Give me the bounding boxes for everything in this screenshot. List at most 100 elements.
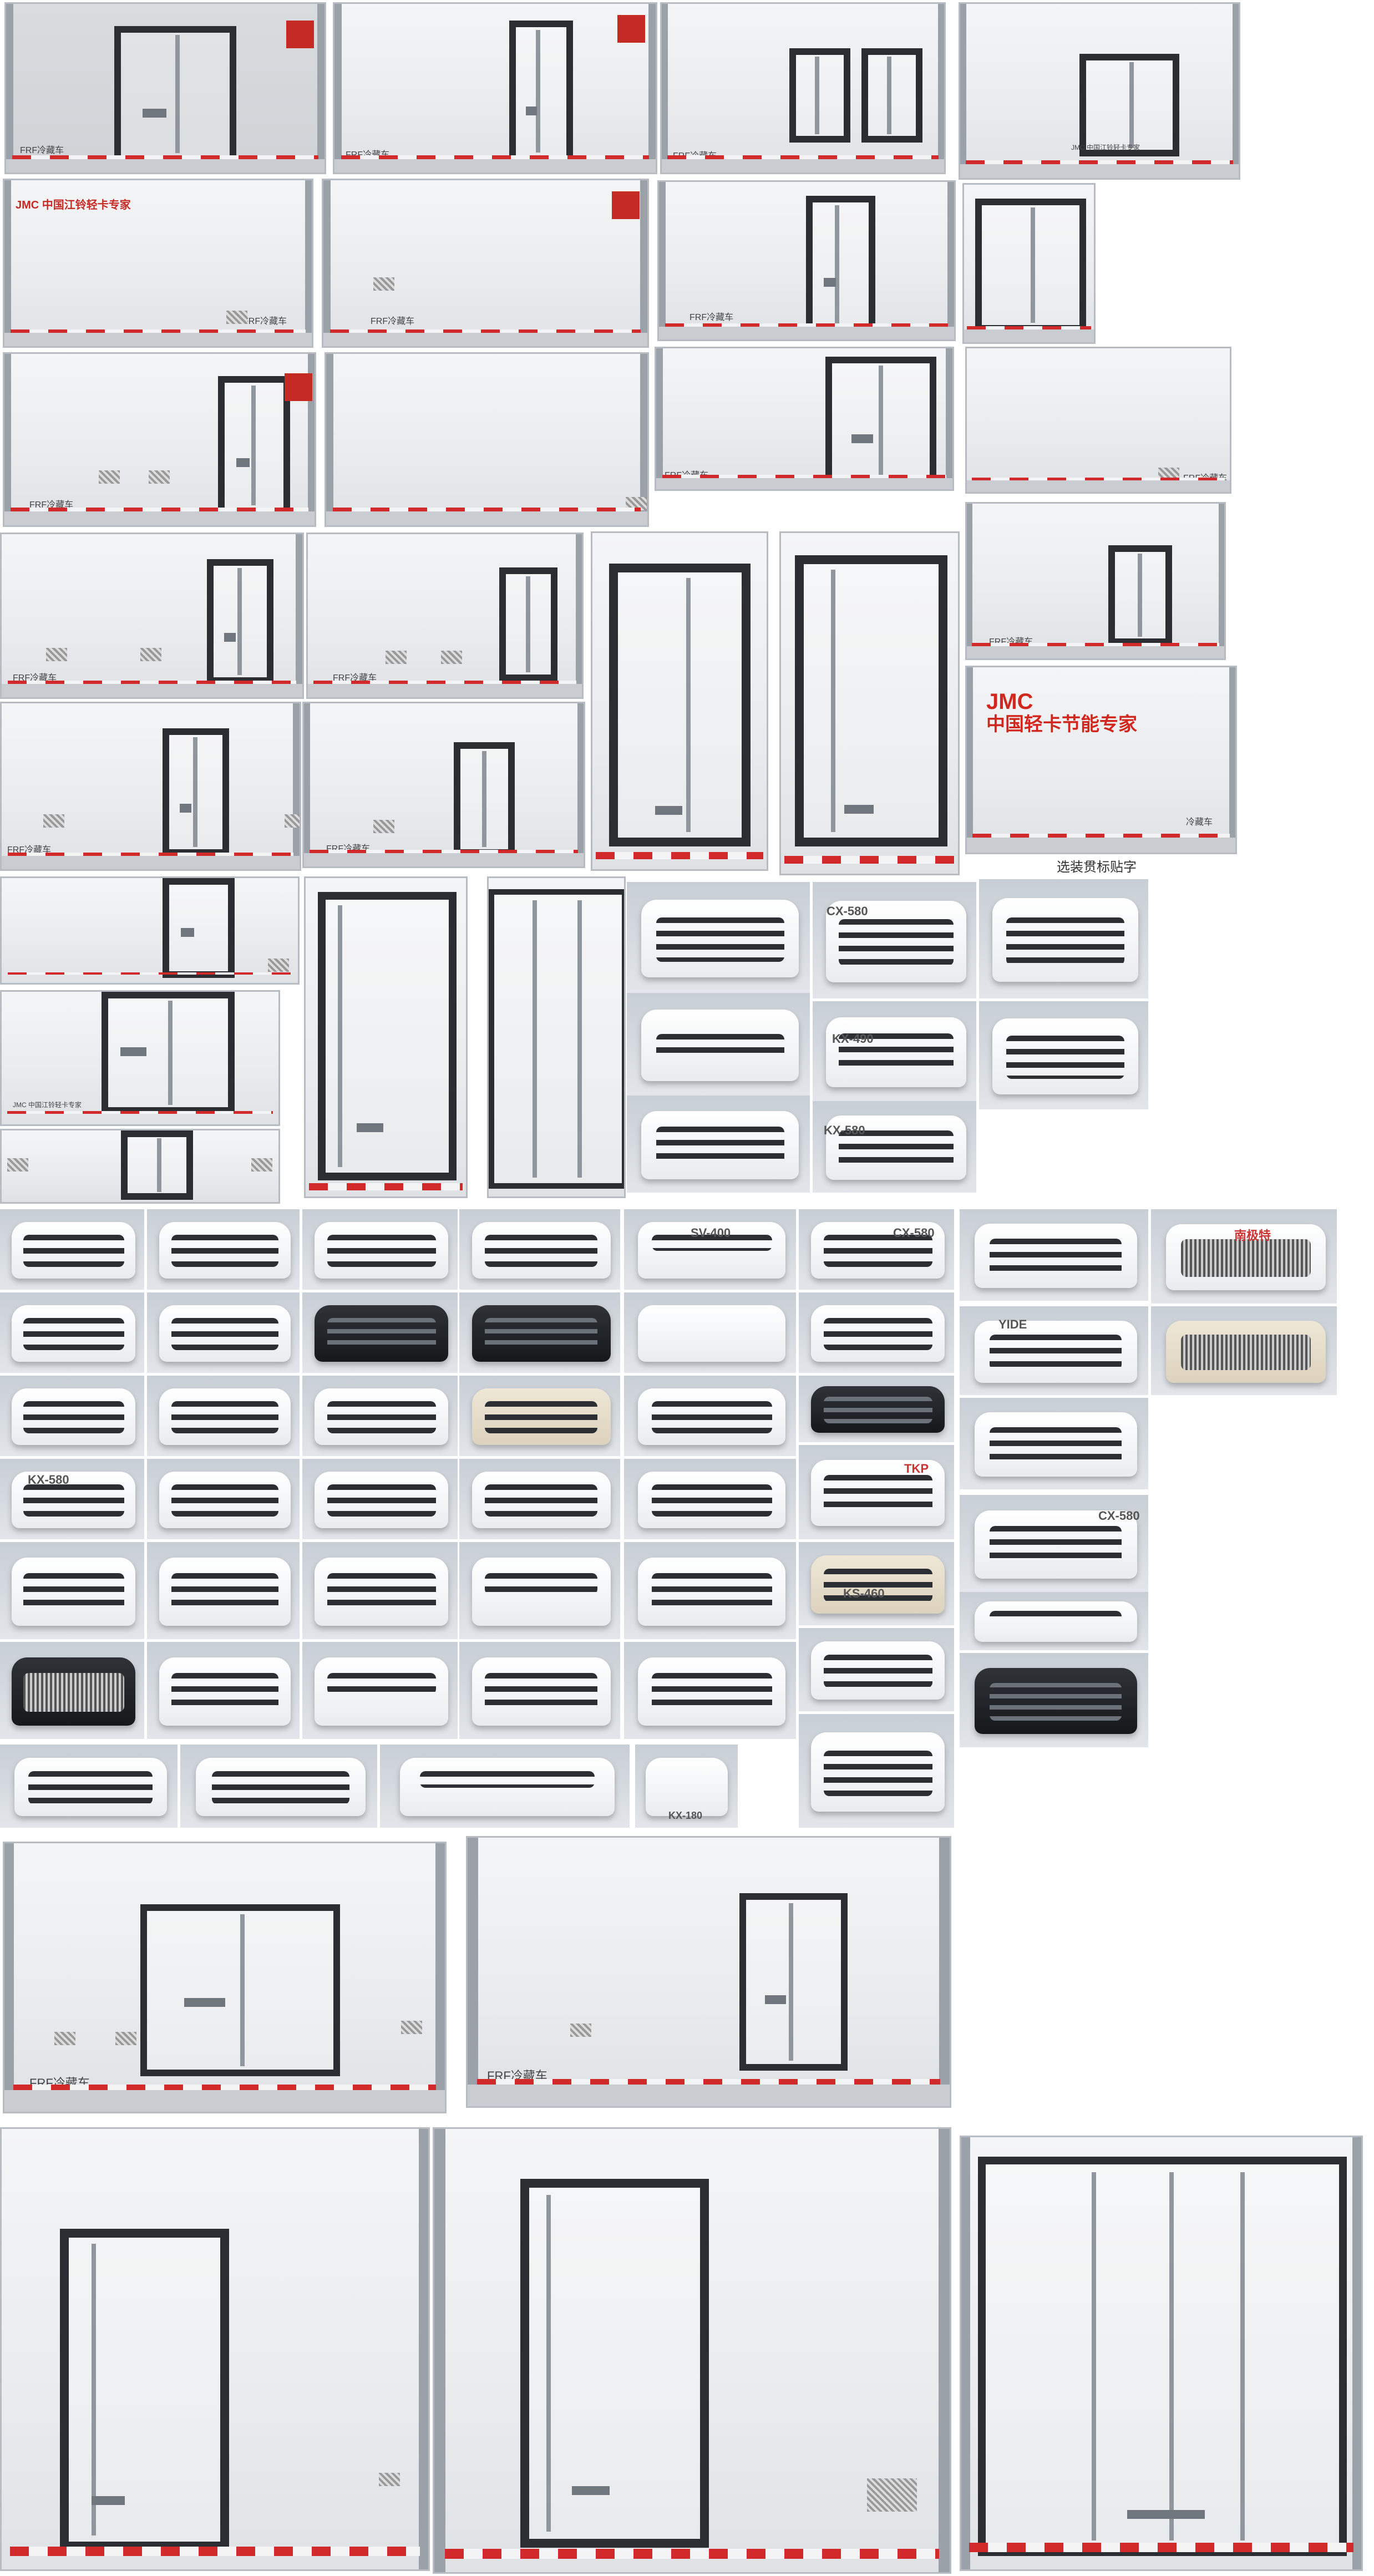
reflective-plate xyxy=(285,814,300,828)
frf-label: FRF冷藏车 xyxy=(689,313,734,322)
frf-label: FRF冷藏车 xyxy=(333,673,377,683)
door-frame xyxy=(975,199,1086,332)
photo-reefer-unit xyxy=(0,1542,144,1639)
photo-reefer-unit: KX-490 xyxy=(813,1001,976,1101)
photo-box-rear-5: FRF冷藏车 xyxy=(657,180,956,341)
frf-label: FRF冷藏车 xyxy=(20,146,64,155)
photo-reefer-unit xyxy=(799,1628,954,1711)
photo-reefer-unit xyxy=(147,1642,300,1739)
photo-reefer-unit xyxy=(627,1096,810,1193)
photo-box-rear-3: FRF冷藏车 xyxy=(660,2,946,174)
door-frame xyxy=(60,2229,229,2550)
photo-reefer-unit: CX-580 xyxy=(813,882,976,998)
photo-reefer-unit xyxy=(302,1642,458,1739)
photo-reefer-unit xyxy=(960,1592,1148,1650)
photo-reefer-unit xyxy=(459,1376,620,1456)
photo-reefer-unit xyxy=(180,1745,377,1828)
unit-brand-text: 南极特 xyxy=(1234,1229,1271,1243)
door-frame xyxy=(1079,54,1179,156)
photo-box-side-jmc: JMC 中国江铃轻卡专家 FRF冷藏车 xyxy=(3,179,313,348)
photo-box-side-7: FRF冷藏车 xyxy=(306,533,584,699)
door-frame xyxy=(207,559,273,684)
photo-reefer-unit xyxy=(624,1376,796,1456)
frf-label: FRF冷藏车 xyxy=(29,500,74,510)
photo-reefer-unit xyxy=(302,1542,458,1639)
photo-reefer-unit xyxy=(627,993,810,1096)
reflective-plate xyxy=(140,648,161,661)
photo-reefer-unit xyxy=(627,882,810,993)
door-frame xyxy=(318,892,457,1180)
unit-model-text: CX-580 xyxy=(1098,1509,1140,1523)
photo-reefer-unit xyxy=(302,1292,458,1373)
reflective-plate xyxy=(46,648,67,661)
unit-brand-text: YIDE xyxy=(998,1317,1027,1331)
door-frame xyxy=(795,555,947,846)
reflective-plate xyxy=(373,277,394,291)
reflective-plate xyxy=(54,2032,75,2045)
photo-reefer-unit xyxy=(147,1376,300,1456)
photo-box-side-6: FRF冷藏车 xyxy=(0,533,304,699)
door-frame xyxy=(609,564,751,846)
photo-reefer-unit xyxy=(979,879,1148,998)
photo-reefer-unit xyxy=(0,1745,178,1828)
photo-box-side-2: FRF冷藏车 xyxy=(322,179,649,348)
unit-model-text: CX-580 xyxy=(827,904,868,918)
photo-rear-door-large-1 xyxy=(0,2127,430,2571)
photo-reefer-unit: TKP xyxy=(799,1445,954,1539)
photo-reefer-unit xyxy=(380,1745,630,1828)
photo-reefer-unit xyxy=(624,1459,796,1539)
cold-small-label: 冷藏车 xyxy=(1186,818,1213,827)
photo-reefer-unit xyxy=(624,1292,796,1373)
photo-rear-door-tall-4 xyxy=(487,876,626,1198)
photo-reefer-unit xyxy=(302,1209,458,1290)
unit-model-text: KS-460 xyxy=(843,1586,885,1600)
door-frame xyxy=(509,21,573,162)
reflective-plate xyxy=(867,2478,917,2512)
door-frame xyxy=(789,48,850,143)
jmc-logo xyxy=(612,191,640,219)
photo-box-jmc-slogan: JMC 中国轻卡节能专家 冷藏车 xyxy=(965,666,1237,854)
photo-reefer-unit xyxy=(147,1542,300,1639)
photo-reefer-unit xyxy=(147,1209,300,1290)
photo-reefer-unit: KX-180 xyxy=(635,1745,738,1828)
reflective-plate xyxy=(268,959,289,972)
photo-reefer-unit xyxy=(302,1459,458,1539)
unit-model-text: SV-400 xyxy=(691,1226,731,1240)
photo-box-rear-1: FRF冷藏车 xyxy=(4,2,326,174)
reflective-plate xyxy=(115,2032,136,2045)
reflective-plate xyxy=(99,470,120,484)
door-frame xyxy=(163,728,229,856)
reflective-plate xyxy=(251,1158,272,1172)
photo-reefer-unit xyxy=(979,1001,1148,1109)
jmc-small-label: JMC 中国江铃轻卡专家 xyxy=(16,199,131,211)
jmc-small-label: JMC 中国江铃轻卡专家 xyxy=(13,1101,82,1109)
reflective-plate xyxy=(149,470,170,484)
photo-reefer-unit xyxy=(799,1292,954,1373)
photo-rear-door-large-2 xyxy=(433,2127,951,2574)
photo-reefer-unit xyxy=(147,1292,300,1373)
reflective-plate xyxy=(43,814,64,828)
door-frame xyxy=(163,878,235,978)
door-frame xyxy=(978,2157,1347,2556)
door-frame xyxy=(140,1904,340,2076)
unit-model-text: KX-180 xyxy=(668,1810,703,1821)
door-frame xyxy=(489,889,624,1189)
photo-reefer-unit: YIDE xyxy=(960,1306,1148,1395)
photo-rear-door-large-3 xyxy=(960,2136,1363,2571)
photo-reefer-unit xyxy=(0,1642,144,1739)
photo-box-rear-8: FRF冷藏车 xyxy=(965,502,1226,660)
door-frame xyxy=(121,1130,193,1200)
unit-model-text: CX-580 xyxy=(893,1226,935,1240)
door-frame xyxy=(102,992,235,1114)
reflective-plate xyxy=(379,2473,400,2486)
photo-reefer-unit xyxy=(960,1398,1148,1489)
photo-reefer-unit xyxy=(459,1459,620,1539)
door-frame xyxy=(454,742,515,856)
photo-reefer-unit: KS-460 xyxy=(799,1542,954,1625)
photo-reefer-unit xyxy=(624,1542,796,1639)
photo-reefer-unit: KX-580 xyxy=(813,1101,976,1193)
frf-label: FRF冷藏车 xyxy=(13,673,57,683)
photo-box-side-3: FRF冷藏车 xyxy=(3,352,316,527)
jmc-logo xyxy=(285,373,312,401)
reflective-plate xyxy=(386,651,407,664)
